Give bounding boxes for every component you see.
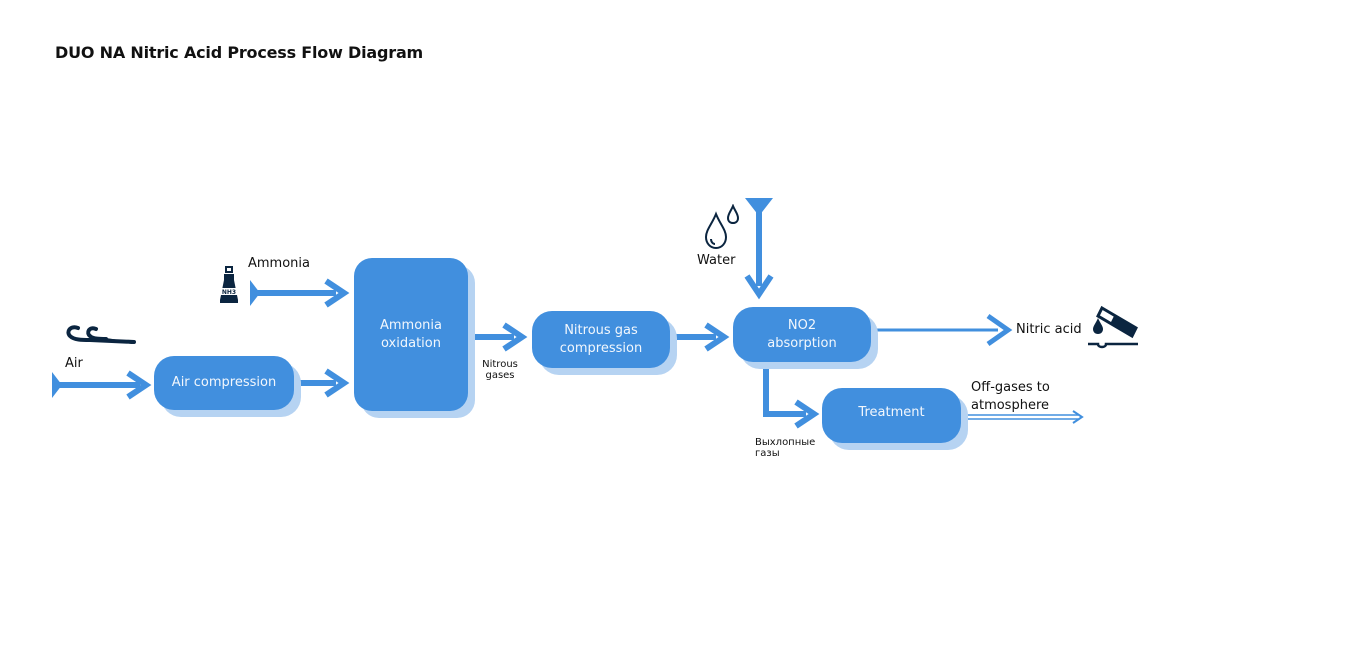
exhaust-gases-label-line1: Выхлопные xyxy=(755,437,816,448)
ammonia-oxidation-label-line1: Ammonia xyxy=(380,317,442,333)
nitrous-gas-compression-label-line1: Nitrous gas xyxy=(564,322,638,338)
water-inlet-funnel xyxy=(745,198,773,216)
no2-absorption-label-line1: NO2 xyxy=(787,317,817,333)
exhaust-gases-label-line2: газы xyxy=(755,448,780,459)
nitrous-gas-compression-label-line2: compression xyxy=(559,340,643,356)
arrow-absorption-to-treatment xyxy=(763,362,806,417)
ammonia-input-label: Ammonia xyxy=(248,256,310,271)
acid-test-tube-icon xyxy=(1088,305,1138,349)
nitrous-gases-label-line1: Nitrous xyxy=(482,359,518,370)
air-compression-label: Air compression xyxy=(171,375,277,390)
nitric-acid-output-label: Nitric acid xyxy=(1016,322,1082,337)
nitrous-gases-label-line2: gases xyxy=(485,370,515,381)
treatment-label: Treatment xyxy=(858,405,925,420)
air-compression-box: Air compression xyxy=(154,356,294,410)
no2-absorption-label-line2: absorption xyxy=(767,335,837,351)
exhaust-gases-label: Выхлопные газы xyxy=(755,437,815,459)
nitrous-gas-compression-box: Nitrous gas compression xyxy=(532,311,670,368)
ammonia-bottle-icon: NH3 xyxy=(220,266,238,303)
arrow-air-in-head xyxy=(126,370,152,400)
air-waves-icon xyxy=(66,325,136,344)
water-drops-icon xyxy=(704,204,740,250)
ammonia-inlet-tail xyxy=(250,280,260,306)
ammonia-oxidation-box: Ammonia oxidation xyxy=(354,258,468,411)
off-gases-output-label-line1: Off-gases to xyxy=(971,380,1050,395)
page-title: DUO NA Nitric Acid Process Flow Diagram xyxy=(55,43,424,62)
water-input-label: Water xyxy=(697,253,736,268)
air-inlet-tail xyxy=(52,372,62,398)
off-gases-output-label-line2: atmosphere xyxy=(971,398,1049,413)
svg-text:NH3: NH3 xyxy=(222,289,236,296)
treatment-box: Treatment xyxy=(822,388,961,443)
no2-absorption-box: NO2 absorption xyxy=(733,307,871,362)
air-input-label: Air xyxy=(65,356,83,371)
nitrous-gases-label: Nitrous gases xyxy=(479,359,521,381)
ammonia-oxidation-label-line2: oxidation xyxy=(381,335,441,351)
